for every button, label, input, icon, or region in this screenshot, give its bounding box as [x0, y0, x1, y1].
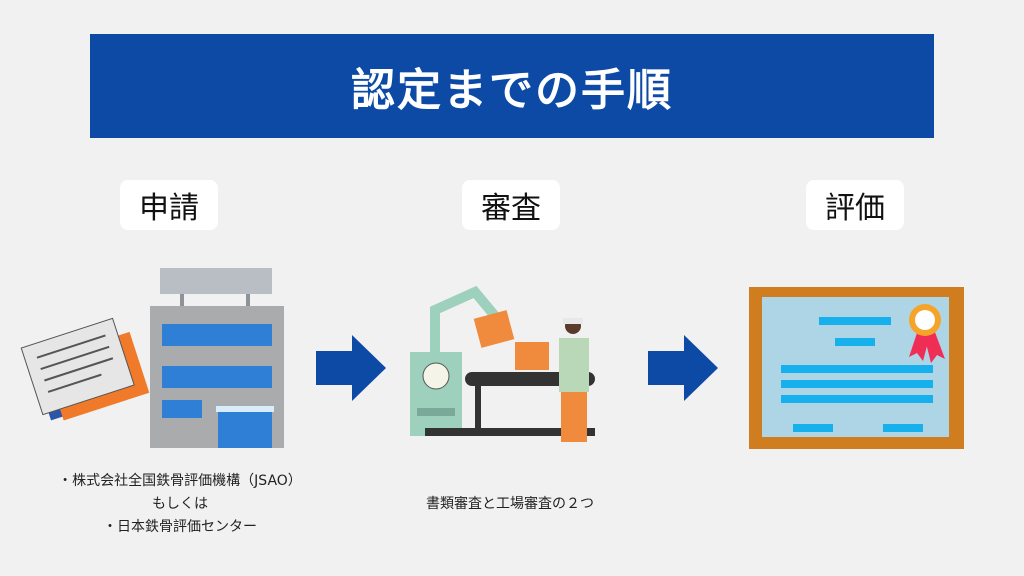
building-documents-icon — [20, 268, 284, 448]
caption-line: ・株式会社全国鉄骨評価機構（JSAO） — [58, 473, 302, 489]
step-label-review: 審査 — [462, 180, 560, 230]
step-label-application: 申請 — [120, 180, 218, 230]
step-label-evaluation: 評価 — [806, 180, 904, 230]
review-caption: 書類審査と工場審査の２つ — [380, 493, 640, 516]
certificate-icon — [749, 287, 964, 449]
application-caption: ・株式会社全国鉄骨評価機構（JSAO） もしくは ・日本鉄骨評価センター — [20, 470, 340, 539]
caption-line: もしくは — [152, 496, 208, 512]
factory-inspection-icon — [410, 285, 595, 442]
arrow-right-icon — [316, 335, 386, 401]
page-title: 認定までの手順 — [351, 65, 673, 116]
caption-line: ・日本鉄骨評価センター — [103, 519, 257, 535]
caption-line: 書類審査と工場審査の２つ — [426, 496, 594, 512]
title-banner: 認定までの手順 — [90, 34, 934, 138]
arrow-right-icon — [648, 335, 718, 401]
